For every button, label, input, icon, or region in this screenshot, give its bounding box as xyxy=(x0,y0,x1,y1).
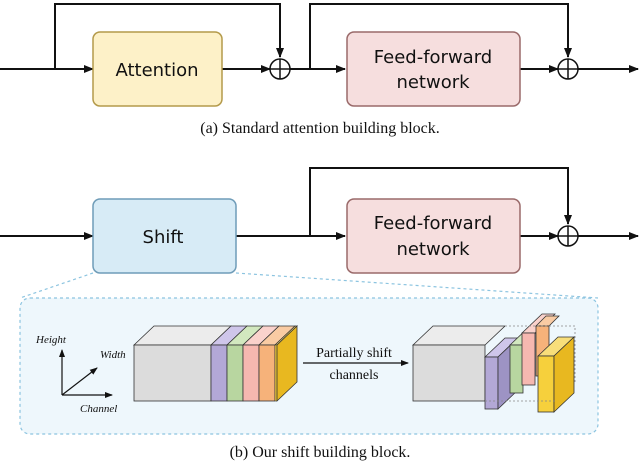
axis-height-label: Height xyxy=(35,334,67,346)
skip-connection-b xyxy=(309,167,572,236)
ffn-label-b-line1: Feed-forward xyxy=(374,213,492,234)
axis-channel-label: Channel xyxy=(80,403,117,415)
channel-slice-pink xyxy=(241,325,281,402)
axis-width-label: Width xyxy=(100,349,126,361)
zoom-line-right xyxy=(235,272,599,299)
add-circle-icon xyxy=(557,58,579,80)
tensor-before-shift xyxy=(132,325,299,402)
channel-slice-orange xyxy=(257,325,297,402)
diagram-a: Attention Feed-forward network (a) Stand… xyxy=(0,3,639,137)
shift-label: Shift xyxy=(143,227,184,248)
shift-text-line1: Partially shift xyxy=(316,346,392,361)
attention-label: Attention xyxy=(115,60,198,81)
add-circle-icon xyxy=(557,225,579,247)
channel-slice-yellow xyxy=(273,325,299,402)
caption-b: (b) Our shift building block. xyxy=(230,444,411,461)
tensor-after-shift xyxy=(411,313,576,413)
diagram-b: Shift Feed-forward network Height Width … xyxy=(0,167,639,461)
ffn-label-b-line2: network xyxy=(396,239,470,260)
attention-box xyxy=(92,31,223,107)
zoom-line-left xyxy=(19,272,94,299)
ffn-box-b xyxy=(346,198,521,274)
skip-connection-2 xyxy=(309,3,572,69)
shifted-slice-yellow xyxy=(536,336,576,413)
ffn-box-a xyxy=(346,31,521,107)
caption-a: (a) Standard attention building block. xyxy=(200,120,440,137)
channel-slice-purple xyxy=(209,325,249,402)
add-circle-icon xyxy=(269,58,291,80)
shift-text-line2: channels xyxy=(330,368,379,383)
axes-indicator xyxy=(59,349,113,398)
ffn-label-a-line1: Feed-forward xyxy=(374,47,492,68)
ffn-label-a-line2: network xyxy=(396,72,470,93)
shift-box xyxy=(92,198,237,274)
skip-connection-1 xyxy=(54,3,284,69)
